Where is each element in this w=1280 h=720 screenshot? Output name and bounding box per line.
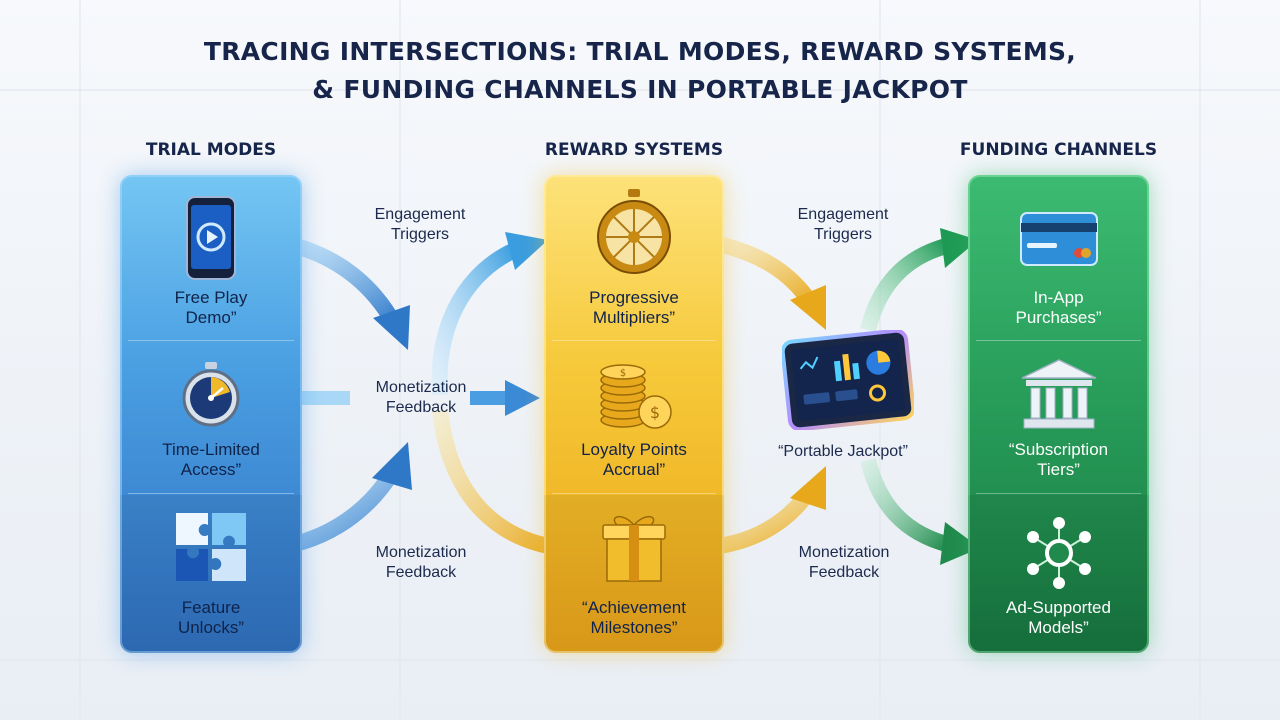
arrow-jackpot-to-funding-bottom (860, 457, 980, 565)
reward-systems-heading: REWARD SYSTEMS (544, 140, 724, 160)
label-line: “Subscription (1008, 440, 1109, 459)
reward-item-progressive-multipliers[interactable]: Progressive Multipliers” (544, 175, 724, 340)
funding-item-label: In-App Purchases” (968, 288, 1149, 328)
gift-box-icon (599, 509, 669, 588)
flow-label-line: Triggers (390, 226, 450, 243)
flow-label-left-mid: Monetization Feedback (348, 378, 494, 418)
label-line: Unlocks” (177, 618, 245, 637)
label-line: Models” (1028, 618, 1089, 637)
label-line: Demo” (185, 308, 237, 327)
flow-label-line: Feedback (808, 564, 880, 581)
arrow-hub-to-reward-top (431, 232, 548, 396)
funding-channels-panel: In-App Purchases” “Subscription Tiers” (968, 175, 1149, 653)
flow-label-left-bottom: Monetization Feedback (348, 543, 494, 583)
label-line: Multipliers” (592, 308, 676, 327)
funding-item-label: Ad-Supported Models” (968, 598, 1149, 638)
flow-label-left-top: Engagement Triggers (350, 205, 490, 245)
divider (976, 493, 1141, 494)
label-line: Purchases” (1015, 308, 1102, 327)
flow-label-right-bottom: Monetization Feedback (771, 543, 917, 583)
credit-card-icon (1019, 211, 1099, 272)
reward-systems-panel: Progressive Multipliers” $ $ (544, 175, 724, 653)
puzzle-icon (174, 511, 248, 588)
label-line: Tiers” (1037, 460, 1080, 479)
reward-item-label: Progressive Multipliers” (544, 288, 724, 328)
divider (976, 340, 1141, 341)
trial-item-label: Time-Limited Access” (120, 440, 302, 480)
trial-item-time-limited[interactable]: Time-Limited Access” (120, 340, 302, 493)
label-line: Time-Limited (162, 440, 260, 459)
divider (552, 340, 716, 341)
label-line: In-App (1033, 288, 1084, 307)
coin-stack-icon: $ $ (593, 360, 675, 435)
panel-band (120, 495, 302, 653)
flow-label-line: Engagement (374, 206, 466, 223)
flow-label-line: Monetization (375, 379, 467, 396)
flow-label-line: Triggers (813, 226, 873, 243)
label-line: Free Play (174, 288, 248, 307)
trial-item-feature-unlocks[interactable]: Feature Unlocks” (120, 493, 302, 653)
arrow-hub-to-reward-bottom (432, 409, 562, 556)
flow-label-line: Feedback (385, 399, 457, 416)
label-line: “Achievement (582, 598, 686, 617)
bank-icon (1020, 358, 1098, 435)
funding-item-subscription-tiers[interactable]: “Subscription Tiers” (968, 340, 1149, 493)
divider (128, 340, 294, 341)
flow-label-right-top: Engagement Triggers (773, 205, 913, 245)
page-title: TRACING INTERSECTIONS: TRIAL MODES, REWA… (0, 33, 1280, 109)
label-line: Accrual” (602, 460, 666, 479)
flow-label-line: Engagement (797, 206, 889, 223)
funding-item-label: “Subscription Tiers” (968, 440, 1149, 480)
reward-item-loyalty-points[interactable]: $ $ Loyalty Points Accrual” (544, 340, 724, 493)
divider (128, 493, 294, 494)
svg-text:$: $ (650, 403, 660, 422)
flow-label-line: Monetization (798, 544, 890, 561)
label-line: Progressive (589, 288, 679, 307)
label-line: Access” (180, 460, 242, 479)
reward-item-label: “Achievement Milestones” (544, 598, 724, 638)
flow-label-line: Monetization (375, 544, 467, 561)
trial-item-label: Free Play Demo” (120, 288, 302, 328)
label-line: Milestones” (590, 618, 678, 637)
arrow-trial-to-reward-mid (300, 380, 540, 416)
trial-item-label: Feature Unlocks” (120, 598, 302, 638)
label-line: Loyalty Points (581, 440, 687, 459)
stopwatch-icon (180, 362, 242, 433)
title-line-2: & FUNDING CHANNELS IN PORTABLE JACKPOT (312, 75, 968, 104)
reward-item-achievement-milestones[interactable]: “Achievement Milestones” (544, 493, 724, 653)
funding-item-ad-supported[interactable]: Ad-Supported Models” (968, 493, 1149, 653)
label-line: Ad-Supported (1006, 598, 1111, 617)
trial-modes-panel: Free Play Demo” Time-Limited Access” (120, 175, 302, 653)
svg-text:$: $ (620, 368, 626, 379)
portable-jackpot-label: “Portable Jackpot” (778, 443, 908, 460)
trial-modes-heading: TRIAL MODES (145, 140, 277, 160)
funding-item-in-app-purchases[interactable]: In-App Purchases” (968, 175, 1149, 340)
funding-channels-heading: FUNDING CHANNELS (959, 140, 1158, 160)
smartphone-play-icon (185, 195, 237, 286)
tablet-dashboard-icon[interactable] (780, 328, 916, 432)
gold-wheel-icon (594, 189, 674, 280)
flow-label-line: Feedback (385, 564, 457, 581)
reward-item-label: Loyalty Points Accrual” (544, 440, 724, 480)
network-hub-icon (1021, 515, 1097, 596)
title-line-1: TRACING INTERSECTIONS: TRIAL MODES, REWA… (203, 37, 1077, 66)
label-line: Feature (181, 598, 241, 617)
divider (552, 493, 716, 494)
trial-item-free-play[interactable]: Free Play Demo” (120, 175, 302, 340)
